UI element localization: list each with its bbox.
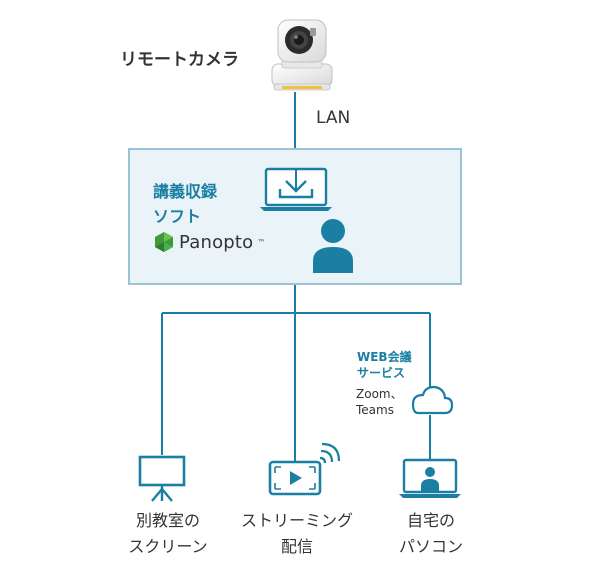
web-meeting-title-line1: WEB会議 <box>357 350 412 364</box>
lecturer-person-icon <box>313 219 353 273</box>
lan-label: LAN <box>316 108 351 128</box>
panopto-mark-icon <box>155 232 173 252</box>
remote-camera-icon <box>271 19 333 91</box>
home-laptop-icon <box>399 458 461 498</box>
output-label-streaming-line1: ストリーミング <box>240 511 353 530</box>
lecture-software-box <box>128 148 462 285</box>
cloud-icon <box>411 385 454 415</box>
lecture-software-title-line1: 講義収録 <box>153 182 218 201</box>
output-label-screen-line1: 別教室の <box>135 511 200 530</box>
output-label-streaming-line2: 配信 <box>280 537 313 556</box>
lecture-software-title-line2: ソフト <box>153 207 202 226</box>
web-meeting-detail-line1: Zoom、 <box>356 387 403 401</box>
output-label-home-pc: 自宅の パソコン <box>386 508 476 560</box>
recording-laptop-icon <box>260 167 332 211</box>
web-meeting-title-line2: サービス <box>357 366 406 380</box>
projector-screen-icon <box>138 455 186 502</box>
output-label-home-pc-line2: パソコン <box>398 537 463 556</box>
panopto-trademark: ™ <box>257 237 266 247</box>
output-label-streaming: ストリーミング 配信 <box>232 508 362 560</box>
panopto-name: Panopto <box>179 231 254 253</box>
streaming-video-icon <box>268 442 341 496</box>
web-meeting-services: Zoom、 Teams <box>356 386 403 418</box>
web-meeting-detail-line2: Teams <box>356 403 394 417</box>
output-label-home-pc-line1: 自宅の <box>406 511 455 530</box>
web-meeting-title: WEB会議 サービス <box>357 349 412 381</box>
output-label-screen: 別教室の スクリーン <box>118 508 218 560</box>
camera-label: リモートカメラ <box>120 50 239 70</box>
output-label-screen-line2: スクリーン <box>128 537 208 556</box>
